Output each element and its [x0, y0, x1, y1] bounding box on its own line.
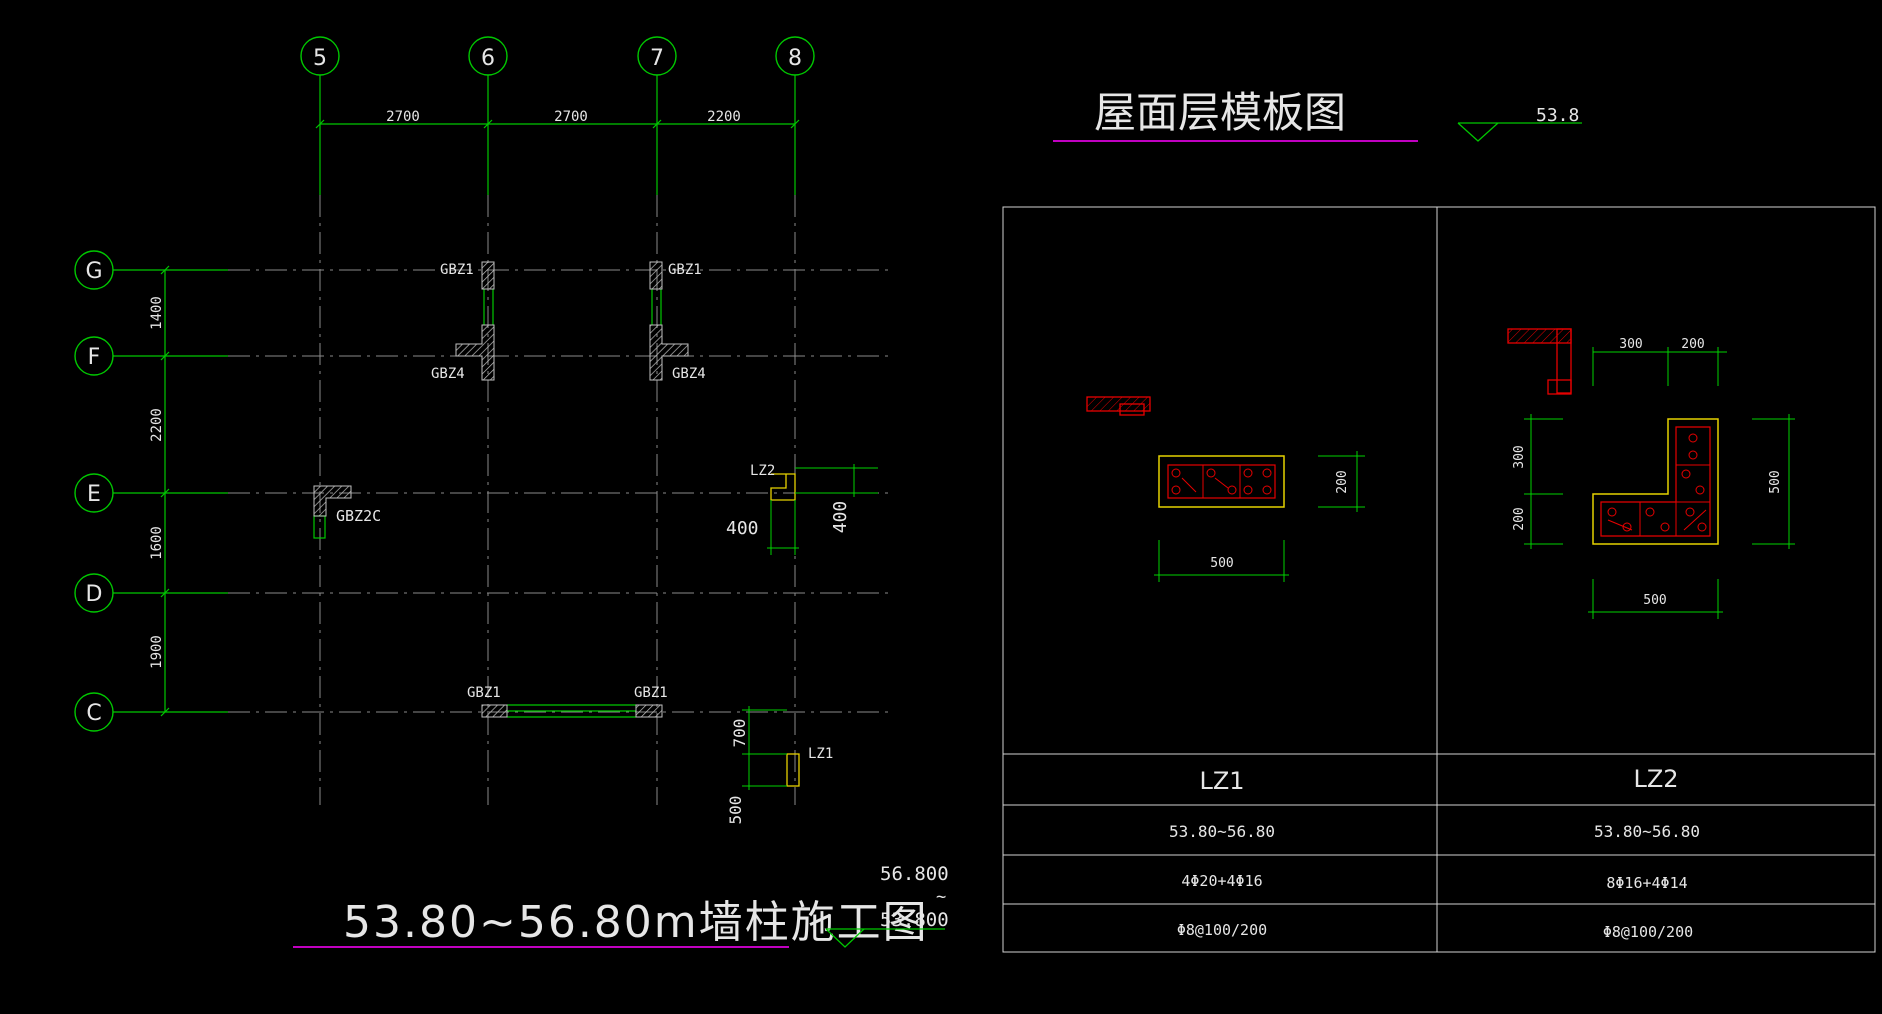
- wall-column-plan: 5 6 7 8 2700 2700 2200: [74, 36, 949, 948]
- lz1-detail-width: 500: [1210, 556, 1233, 571]
- wall-column-gbz4-f7: [649, 324, 689, 381]
- lz1-section-detail: [1086, 396, 1365, 582]
- lz2-dim-horizontal: 400: [726, 518, 759, 539]
- grid-row-bubble-g: G: [74, 250, 114, 290]
- lz2-label: LZ2: [750, 463, 775, 479]
- wall-column-gbz4-f6: [455, 324, 495, 381]
- column-spacing-ticks: [315, 119, 800, 129]
- schedule-rebar-lz2: 8Φ16+4Φ14: [1606, 874, 1687, 892]
- roof-elevation: 53.8: [1536, 105, 1579, 126]
- lz2-plan-column: [767, 464, 878, 555]
- gbz4-label: GBZ4: [431, 366, 465, 382]
- gbz1-label: GBZ1: [440, 262, 474, 278]
- gbz1-label: GBZ1: [634, 685, 668, 701]
- grid-column-bubble-6: 6: [468, 36, 508, 76]
- grid-column-label: 8: [788, 46, 802, 71]
- wall-column-gbz1-g7: [649, 261, 663, 290]
- lz2-detail-left-a: 300: [1512, 445, 1527, 468]
- wall-column-gbz1-c7: [635, 704, 663, 718]
- wall-column-gbz2c-e5: [313, 485, 352, 517]
- lz1-detail-height: 200: [1335, 470, 1350, 493]
- row-spacing-dim: 1600: [149, 526, 165, 560]
- lz1-plan-column: [742, 706, 800, 790]
- plan-title: 53.80~56.80m墙柱施工图: [343, 897, 929, 948]
- lz1-dim-upper: 700: [730, 719, 749, 748]
- schedule-stirrup-lz2: Φ8@100/200: [1603, 923, 1693, 941]
- gbz1-label: GBZ1: [668, 262, 702, 278]
- roof-title: 屋面层模板图: [1094, 88, 1346, 137]
- schedule-elevation-lz2: 53.80~56.80: [1594, 822, 1700, 841]
- gbz2c-label: GBZ2C: [336, 507, 381, 525]
- schedule-elevation-lz1: 53.80~56.80: [1169, 822, 1275, 841]
- elevation-bottom: 53.800: [880, 909, 949, 931]
- column-schedule-frame: [1002, 206, 1876, 953]
- lz1-label: LZ1: [808, 746, 833, 762]
- row-spacing-dim: 2200: [149, 408, 165, 442]
- column-spacing-dim: 2700: [554, 109, 588, 125]
- lz2-dim-vertical: 400: [830, 501, 851, 534]
- row-axis-lines: [113, 269, 228, 713]
- grid-row-label: E: [87, 482, 101, 507]
- grid-column-label: 5: [313, 46, 327, 71]
- row-spacing-dim: 1400: [149, 296, 165, 330]
- schedule-stirrup-lz1: Φ8@100/200: [1177, 921, 1267, 939]
- lz2-detail-left-b: 200: [1512, 507, 1527, 530]
- lz2-section-detail: [1507, 328, 1795, 619]
- grid-row-bubble-d: D: [74, 573, 114, 613]
- grid-column-bubble-7: 7: [637, 36, 677, 76]
- lz1-dim-lower: 500: [726, 796, 745, 825]
- grid-column-label: 7: [650, 46, 664, 71]
- grid-column-label: 6: [481, 46, 495, 71]
- schedule-name-lz2: LZ2: [1633, 765, 1678, 793]
- grid-row-label: C: [86, 701, 101, 726]
- lz2-detail-top-a: 300: [1619, 337, 1642, 352]
- grid-row-bubble-f: F: [74, 336, 114, 376]
- grid-column-bubble-8: 8: [775, 36, 815, 76]
- grid-row-bubble-e: E: [74, 473, 114, 513]
- schedule-rebar-lz1: 4Φ20+4Φ16: [1181, 872, 1262, 890]
- column-spacing-dim: 2200: [707, 109, 741, 125]
- column-axis-lines: [319, 75, 796, 195]
- elevation-separator: ~: [936, 887, 946, 907]
- wall-column-gbz1-c6: [481, 704, 508, 718]
- grid-row-label: D: [86, 582, 103, 607]
- elevation-marker: [825, 928, 945, 948]
- roof-formwork-section: 屋面层模板图 53.8: [1002, 88, 1876, 953]
- gbz4-label: GBZ4: [672, 366, 706, 382]
- wall-column-gbz1-g6: [481, 261, 495, 290]
- row-spacing-dim: 1900: [149, 635, 165, 669]
- grid-row-label: G: [85, 259, 102, 284]
- grid-column-bubble-5: 5: [300, 36, 340, 76]
- roof-elevation-marker: [1457, 122, 1582, 142]
- grid-row-label: F: [88, 345, 101, 370]
- lz2-detail-bottom: 500: [1643, 593, 1666, 608]
- lz2-detail-right: 500: [1768, 470, 1783, 493]
- wall-lines: [313, 289, 662, 718]
- row-spacing-ticks: [160, 265, 170, 717]
- schedule-name-lz1: LZ1: [1199, 767, 1244, 795]
- grid-row-bubble-c: C: [74, 692, 114, 732]
- elevation-top: 56.800: [880, 863, 949, 885]
- gbz1-label: GBZ1: [467, 685, 501, 701]
- lz2-detail-top-b: 200: [1681, 337, 1704, 352]
- column-spacing-dim: 2700: [386, 109, 420, 125]
